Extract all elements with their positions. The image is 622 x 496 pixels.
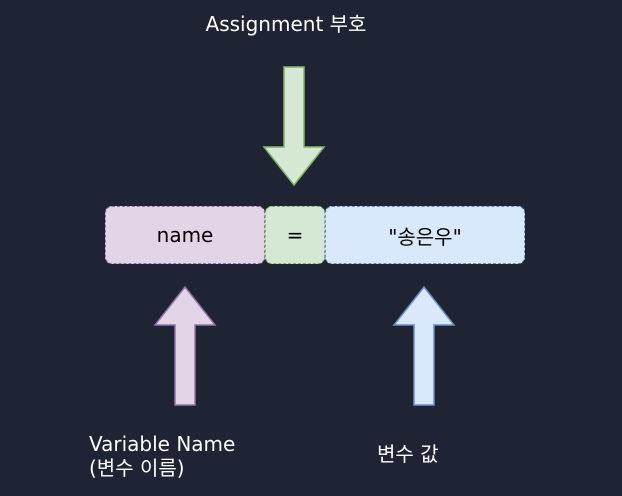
variable-value-text: "송은우" (388, 224, 462, 249)
assignment-operator-box: = (265, 206, 325, 264)
variable-value-box: "송은우" (325, 206, 525, 264)
variable-value-up-arrow (392, 285, 456, 406)
variable-name-label: Variable Name (변수 이름) (89, 432, 235, 480)
variable-name-box: name (105, 206, 265, 264)
variable-name-label-line2: (변수 이름) (89, 456, 185, 480)
variable-name-text: name (156, 223, 214, 247)
variable-name-up-arrow (153, 285, 217, 406)
variable-name-label-line1: Variable Name (89, 432, 236, 456)
assignment-operator-text: = (286, 223, 304, 247)
assignment-down-arrow (262, 66, 326, 187)
variable-value-label: 변수 값 (377, 442, 439, 466)
assignment-label: Assignment 부호 (205, 12, 367, 36)
